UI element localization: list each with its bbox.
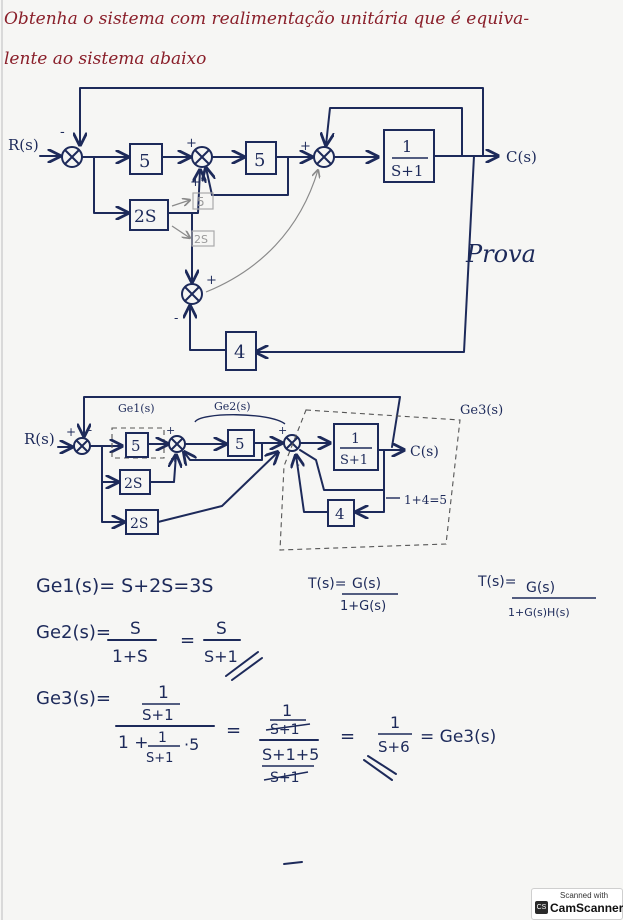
top-block-2s-label: 2S <box>134 207 156 227</box>
t1-lhs: T(s)= <box>307 576 347 592</box>
ge3-frac-den: S+1 <box>146 751 173 766</box>
bottom-block-2s-b-label: 2S <box>130 516 149 532</box>
bottom-block-diagram: R(s) + - Ge1(s) 5 + + 2S 2S Ge2(s) 5 <box>24 396 503 551</box>
svg-text:+: + <box>66 425 76 439</box>
bottom-input-label: R(s) <box>24 430 55 448</box>
top-block-num: 1 <box>402 137 412 156</box>
bottom-block-2s-a-label: 2S <box>124 476 143 492</box>
ge3-res-num: 1 <box>390 713 400 732</box>
ge3-bottom: 1 + <box>118 733 148 753</box>
bottom-block-2s-a <box>119 469 151 495</box>
summing-junction-4 <box>181 283 203 305</box>
ge3-mid-bottom-num: S+1+5 <box>262 745 319 764</box>
ge2-den: 1+S <box>112 647 148 667</box>
t1-num: G(s) <box>352 576 381 592</box>
top-block-5b-label: 5 <box>254 150 265 171</box>
t1-den: 1+G(s) <box>340 599 386 614</box>
top-block-den: S+1 <box>391 162 423 180</box>
t2-lhs: T(s)= <box>477 574 517 590</box>
ge3-res-den: S+6 <box>378 738 410 756</box>
ge3-top-den: S+1 <box>142 706 174 724</box>
svg-text:-: - <box>60 124 65 140</box>
ge1-label: Ge1(s) <box>118 402 155 415</box>
ge3-dashed-region <box>279 409 461 551</box>
top-block-diagram: R(s) - 5 + + 5 + - 1 S+1 C(s) <box>8 87 537 371</box>
ge3-eq3: = Ge3(s) <box>420 727 496 747</box>
faded-block-5 <box>192 192 214 210</box>
t2-num: G(s) <box>526 580 555 596</box>
ge3-mid-bottom-den: S+1 <box>270 770 300 786</box>
svg-text:-: - <box>330 129 334 144</box>
camscanner-brand: CamScanner <box>550 901 623 915</box>
bottom-block-4-label: 4 <box>335 505 345 523</box>
faded-block-5-label: 5 <box>197 195 205 209</box>
svg-text:-: - <box>88 423 92 437</box>
sum-note: 1+4=5 <box>404 493 447 507</box>
ge3-frac-num: 1 <box>158 730 167 746</box>
ge3-eq2: = <box>340 726 355 747</box>
top-output-label: C(s) <box>506 148 537 166</box>
ge2-label: Ge2(s) <box>214 400 251 413</box>
header-line-1: Obtenha o sistema com realimentação unit… <box>4 9 529 29</box>
scanned-with-text: Scanned with <box>560 891 609 900</box>
camscanner-badge: Scanned with CS CamScanner <box>531 888 623 920</box>
prova-label: Prova <box>465 240 536 268</box>
svg-text:+: + <box>166 424 175 437</box>
svg-text:+: + <box>186 136 197 151</box>
ge1-equation: Ge1(s)= S+2S=3S <box>36 575 213 597</box>
bottom-block-den: S+1 <box>340 453 368 468</box>
ge3-eq1: = <box>226 720 241 741</box>
ge2-den2: S+1 <box>204 647 238 666</box>
bottom-block-5b <box>227 429 255 457</box>
ge3-label: Ge3(s) <box>460 403 503 418</box>
top-input-label: R(s) <box>8 136 39 154</box>
bottom-block-num: 1 <box>351 431 360 447</box>
top-block-transfer <box>383 129 435 183</box>
bottom-block-5a-label: 5 <box>131 437 141 455</box>
svg-text:+: + <box>278 424 287 437</box>
svg-text:+: + <box>206 273 217 288</box>
top-block-5a <box>129 143 163 175</box>
equations: Ge1(s)= S+2S=3S T(s)= G(s) 1+G(s) T(s)= … <box>36 574 596 865</box>
ge3-mid-top-num: 1 <box>282 701 292 720</box>
ge3-mid-top-den: S+1 <box>270 722 300 738</box>
header-line-2: lente ao sistema abaixo <box>4 49 206 69</box>
ge3-top-num: 1 <box>158 683 169 703</box>
bottom-block-transfer <box>333 423 379 471</box>
t2-den: 1+G(s)H(s) <box>508 606 570 619</box>
faded-block-2s-label: 2S <box>194 233 208 246</box>
top-block-2s <box>129 199 169 231</box>
svg-text:+: + <box>300 139 311 154</box>
top-block-4-label: 4 <box>234 342 245 363</box>
ge2-num: S <box>130 619 141 639</box>
ge3-times: ·5 <box>184 735 199 754</box>
ge2-lhs: Ge2(s)= <box>36 622 111 643</box>
top-block-5a-label: 5 <box>139 151 150 172</box>
top-block-4 <box>225 331 257 371</box>
ge3-lhs: Ge3(s)= <box>36 688 111 709</box>
camscanner-logo-icon: CS <box>535 901 548 914</box>
ge2-eq: = <box>180 630 195 651</box>
svg-text:-: - <box>174 311 178 326</box>
bottom-block-5b-label: 5 <box>235 435 245 453</box>
ge2-num2: S <box>216 619 227 639</box>
bottom-output-label: C(s) <box>410 444 439 460</box>
top-block-5b <box>245 141 277 175</box>
